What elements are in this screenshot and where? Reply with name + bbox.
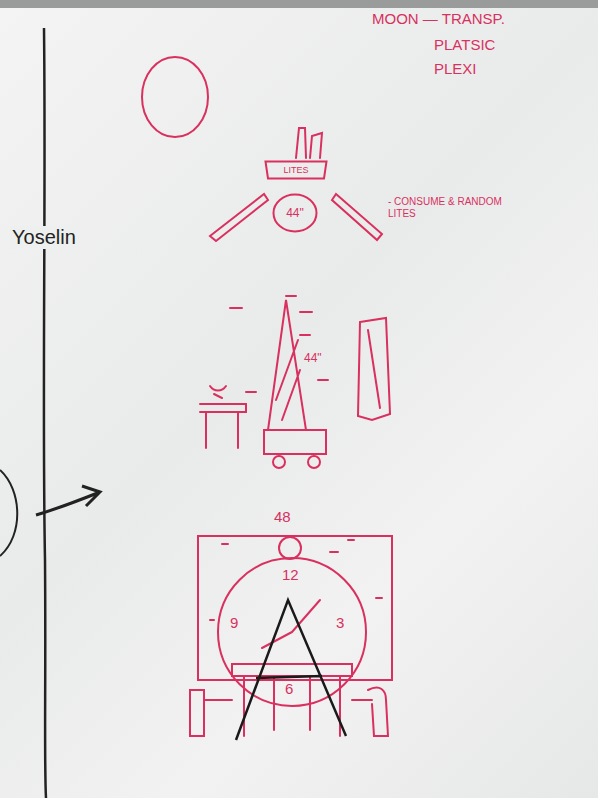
side-table — [200, 404, 246, 448]
arrow-mark — [36, 486, 100, 515]
sketch-note: PLATSIC — [434, 36, 495, 53]
sketch-note: 12 — [282, 566, 299, 583]
divider-line — [44, 28, 46, 798]
lite-fixtures — [296, 128, 322, 158]
sketch-note: - CONSUME & RANDOM LITES — [388, 196, 508, 219]
clock-top — [279, 537, 301, 559]
sketch-note: Yoselin — [10, 226, 78, 249]
sketch-note: 44" — [304, 352, 322, 366]
lites-box: LITES — [264, 160, 328, 180]
arc-mark — [0, 470, 17, 556]
sketch-note: MOON — TRANSP. — [372, 10, 505, 27]
moon-circle — [142, 57, 208, 137]
board-frame — [0, 0, 598, 8]
clock-face — [218, 558, 366, 706]
mast-frame — [268, 300, 306, 430]
right-chair — [352, 688, 388, 736]
tall-panel — [358, 318, 390, 420]
wheel — [273, 456, 285, 468]
node-text: 44" — [286, 206, 304, 220]
sketch-note: 9 — [230, 614, 238, 631]
sketch-note: PLEXI — [434, 60, 477, 77]
sketch-note: 3 — [336, 614, 344, 631]
cart-base — [264, 430, 326, 454]
scribble — [210, 386, 226, 398]
left-panel — [210, 194, 268, 241]
sketch-note: 48 — [274, 508, 291, 525]
a-frame — [236, 600, 346, 740]
node-text: LITES — [283, 165, 308, 175]
left-chair — [190, 690, 232, 736]
wheel — [308, 456, 320, 468]
right-panel — [332, 194, 382, 240]
dimension-circle: 44" — [272, 193, 318, 233]
tick-marks — [210, 540, 382, 620]
sketch-note: 6 — [285, 680, 293, 697]
